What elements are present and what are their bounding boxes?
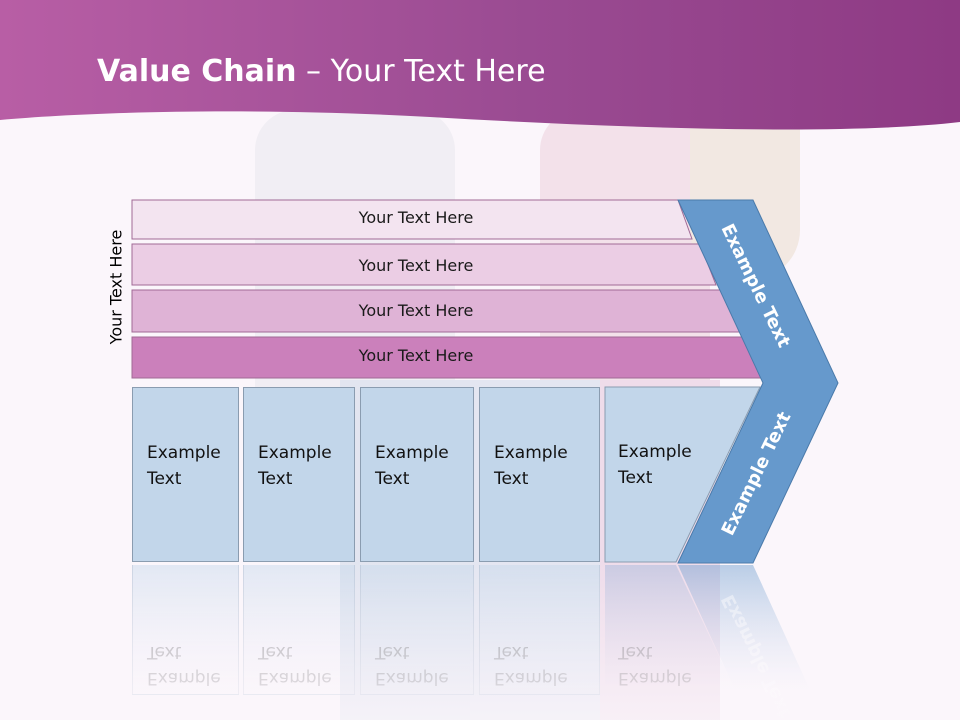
support-band-2 [131, 243, 717, 286]
primary-activity-1-line1: Example [147, 443, 221, 463]
header-banner [0, 0, 960, 130]
primary-activity-2-line1: Example [258, 443, 332, 463]
primary-activity-5-line1: Example [618, 442, 692, 462]
primary-activity-3-line1: Example [375, 443, 449, 463]
primary-activity-2-line2: Text [258, 469, 293, 489]
title-bold: Value Chain [97, 54, 297, 89]
support-band-3-label: Your Text Here [358, 301, 474, 320]
support-band-2-label: Your Text Here [358, 256, 474, 275]
support-band-4-label: Your Text Here [358, 346, 474, 365]
title-rest: – Your Text Here [296, 54, 546, 89]
slide-title: Value Chain – Your Text Here [97, 54, 546, 89]
support-band-1 [131, 199, 693, 240]
primary-activity-1-line2: Text [147, 469, 182, 489]
primary-activity-4-line2: Text [494, 469, 529, 489]
primary-activity-3-line2: Text [375, 469, 410, 489]
primary-activity-4-line1: Example [494, 443, 568, 463]
primary-activity-5-line2: Text [618, 468, 653, 488]
support-band-1-label: Your Text Here [358, 208, 474, 227]
bottom-fade [0, 560, 960, 720]
